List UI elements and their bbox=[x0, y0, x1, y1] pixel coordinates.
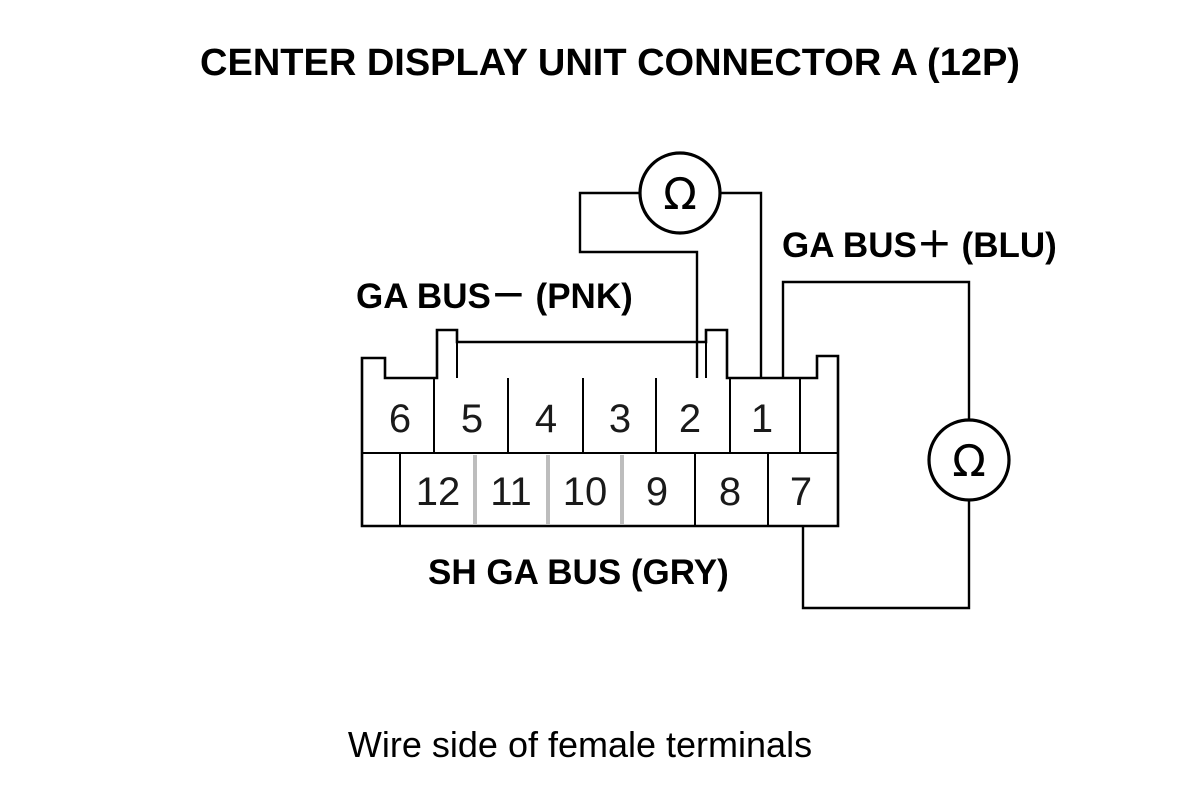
pin-12: 12 bbox=[416, 470, 461, 514]
pin-2: 2 bbox=[679, 397, 701, 441]
probe-wire-pin1-right bbox=[781, 280, 971, 419]
label-sh-ga-bus: SH GA BUS (GRY) bbox=[428, 553, 729, 592]
pin-9: 9 bbox=[646, 470, 668, 514]
probe-wire-pin2 bbox=[578, 191, 699, 378]
pin-7: 7 bbox=[790, 470, 812, 514]
ohm-icon: Ω bbox=[663, 169, 697, 220]
ohmmeter-right: Ω bbox=[927, 418, 1011, 502]
label-ga-bus-plus: GA BUS＋ (BLU) bbox=[782, 226, 1057, 265]
pin-11: 11 bbox=[490, 470, 532, 514]
ohmmeter-top: Ω bbox=[638, 151, 722, 235]
pin-4: 4 bbox=[535, 397, 557, 441]
diagram-title: CENTER DISPLAY UNIT CONNECTOR A (12P) bbox=[200, 42, 1020, 84]
ohm-icon: Ω bbox=[952, 436, 986, 487]
probe-wire-pin1-top bbox=[721, 191, 763, 378]
probe-wire-pin7 bbox=[801, 501, 971, 610]
diagram-caption: Wire side of female terminals bbox=[348, 724, 812, 765]
connector-housing bbox=[360, 328, 840, 528]
pin-3: 3 bbox=[609, 397, 631, 441]
label-ga-bus-minus: GA BUS－ (PNK) bbox=[356, 277, 633, 316]
pin-numbers-top-row: 6 5 4 3 2 1 bbox=[389, 397, 773, 441]
pin-numbers-bottom-row: 12 11 10 9 8 7 bbox=[416, 470, 812, 514]
pin-5: 5 bbox=[461, 397, 483, 441]
pin-1: 1 bbox=[751, 397, 773, 441]
pin-10: 10 bbox=[563, 470, 608, 514]
pin-8: 8 bbox=[719, 470, 741, 514]
pin-6: 6 bbox=[389, 397, 411, 441]
